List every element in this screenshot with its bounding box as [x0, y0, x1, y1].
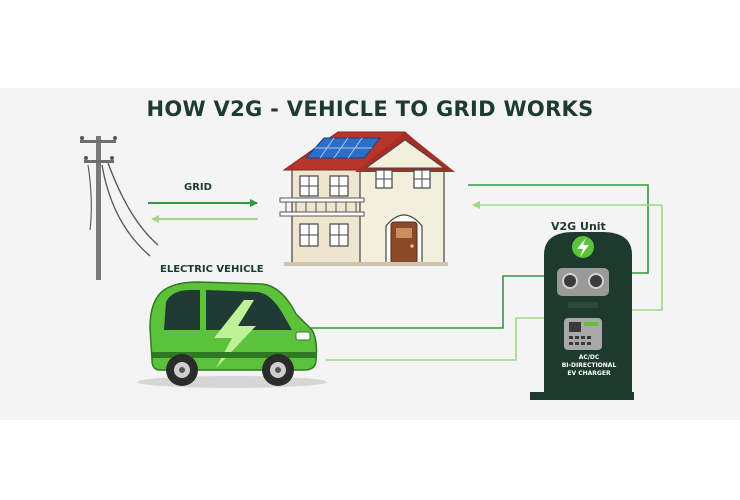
electric-car-icon — [137, 281, 327, 388]
unit-to-house-line — [624, 205, 663, 311]
v2g-charger-icon — [530, 232, 634, 400]
charger-line-3: EV CHARGER — [567, 370, 611, 377]
v2g-unit-label: V2G Unit — [551, 220, 606, 233]
car-to-unit-line — [326, 317, 544, 361]
house-to-unit-line — [468, 184, 649, 274]
charger-description: AC/DC BI-DIRECTIONAL EV CHARGER — [546, 354, 632, 378]
utility-pole-icon — [80, 136, 159, 280]
grid-label: GRID — [184, 182, 212, 193]
charger-line-2: BI-DIRECTIONAL — [561, 362, 617, 369]
unit-to-car-arrow — [299, 275, 544, 332]
solar-house-icon — [279, 131, 455, 266]
diagram-title: HOW V2G - VEHICLE TO GRID WORKS — [146, 97, 594, 121]
lightning-bolt-icon — [577, 238, 589, 257]
electric-vehicle-label: ELECTRIC VEHICLE — [160, 264, 264, 275]
charger-line-1: AC/DC — [578, 354, 600, 361]
